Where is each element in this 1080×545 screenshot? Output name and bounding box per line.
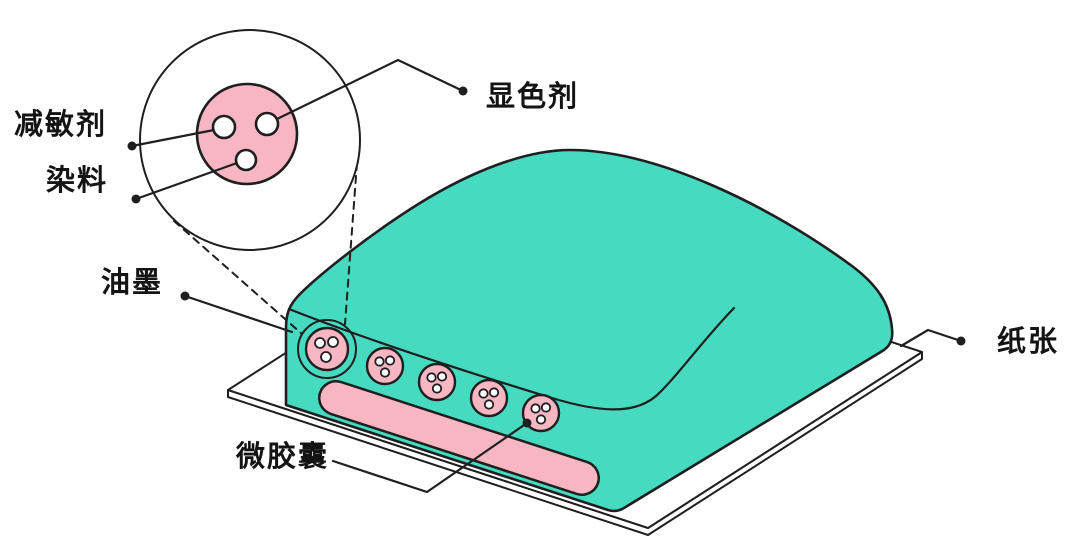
- capsule-core-dot: [384, 355, 396, 366]
- capsule-core-dot: [314, 337, 326, 349]
- microcapsule-3: [417, 362, 457, 402]
- label-developer: 显色剂: [486, 79, 579, 113]
- capsule-core-dot: [426, 372, 437, 383]
- label-paper: 纸张: [997, 324, 1059, 358]
- capsule-core-dot: [535, 414, 547, 425]
- microcapsule-row: [297, 319, 561, 433]
- labels: 减敏剂 染料 显色剂 油墨 微胶囊 纸张: [14, 79, 1059, 473]
- leader-line-desensitizer: [130, 128, 216, 148]
- magnified-capsule-ring: [297, 319, 357, 379]
- capsule-core-dot: [478, 388, 489, 399]
- microcapsule-2: [365, 346, 405, 386]
- leader-dot-desensitizer: [127, 141, 137, 151]
- leader-dot-ink: [180, 291, 190, 301]
- leader-line-microcapsule: [331, 421, 529, 494]
- capsule-core-dot: [431, 383, 443, 394]
- capsule-core-dot: [488, 387, 500, 398]
- label-microcapsule: 微胶囊: [235, 439, 329, 473]
- capsule-core-dot: [379, 367, 391, 378]
- capsule-core-dot: [327, 336, 339, 348]
- coating-slab: [284, 148, 894, 513]
- coating-fold-line: [287, 306, 736, 411]
- leader-dot-paper: [956, 336, 966, 346]
- leader-dot-dye: [131, 194, 141, 204]
- label-dye: 染料: [46, 164, 108, 197]
- zoom-droplet-desensitizer: [211, 114, 237, 140]
- capsule-core-dot: [540, 402, 552, 413]
- leader-line-paper: [899, 328, 963, 348]
- coating-body: [284, 148, 894, 513]
- capsule-core-dot: [374, 356, 385, 367]
- leader-line-developer: [275, 58, 465, 121]
- capsule-core-dot: [436, 371, 448, 382]
- leader-lines: [183, 294, 963, 494]
- ink-strip: [318, 380, 600, 496]
- microcapsule-1: [297, 319, 357, 379]
- leader-dots: [127, 86, 966, 428]
- microcapsule-4: [469, 378, 509, 418]
- label-desensitizer: 减敏剂: [14, 108, 107, 141]
- dashed-line-right: [344, 162, 358, 325]
- capsule-core-dot: [483, 399, 495, 410]
- leader-dot-microcapsule: [522, 418, 532, 428]
- zoom-droplet-dye: [234, 148, 258, 172]
- microcapsule-5: [521, 393, 561, 433]
- leader-line-dye: [134, 161, 239, 201]
- dashed-line-left: [173, 220, 303, 335]
- label-ink: 油墨: [101, 266, 163, 299]
- ink-strip-fill: [320, 382, 598, 494]
- leader-dot-developer: [458, 86, 468, 96]
- zoom-droplet-developer: [254, 111, 280, 137]
- zoom-view: [130, 29, 465, 251]
- capsule-core-dot: [320, 351, 332, 363]
- magnifier-cone: [173, 162, 358, 335]
- capsule-core-dot: [530, 403, 541, 414]
- leader-line-ink: [183, 294, 294, 334]
